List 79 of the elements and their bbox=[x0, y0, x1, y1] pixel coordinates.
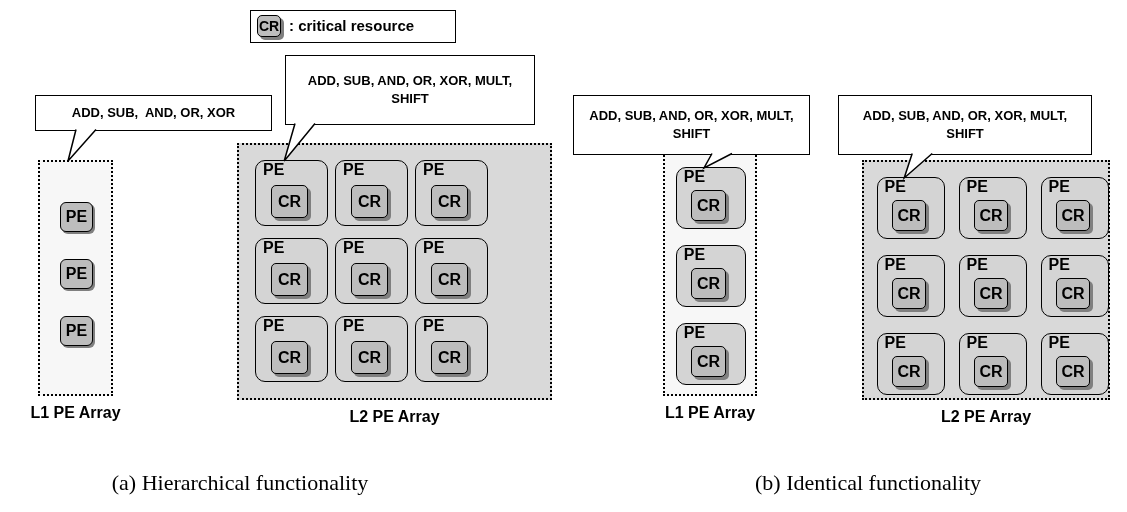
processing-element bbox=[1041, 333, 1109, 395]
critical-resource-box: CR bbox=[1056, 278, 1090, 309]
pe-label: PE bbox=[343, 240, 365, 257]
processing-element bbox=[335, 238, 408, 304]
pe-label: PE bbox=[1048, 257, 1070, 274]
processing-element bbox=[1041, 255, 1109, 317]
critical-resource-box: CR bbox=[691, 268, 726, 299]
processing-element bbox=[335, 316, 408, 382]
critical-resource-box: CR bbox=[431, 263, 468, 296]
speech-bubble: ADD, SUB, AND, OR, XOR, MULT, SHIFT bbox=[285, 55, 535, 125]
legend-text: : critical resource bbox=[289, 17, 415, 34]
processing-element bbox=[877, 177, 945, 239]
callout-pointer bbox=[702, 152, 733, 170]
processing-element bbox=[335, 160, 408, 226]
critical-resource-box: CR bbox=[1056, 356, 1090, 387]
critical-resource-box: CR bbox=[271, 263, 308, 296]
critical-resource-icon: CR bbox=[257, 15, 281, 37]
critical-resource-box: CR bbox=[691, 346, 726, 377]
pe-label: PE bbox=[263, 318, 285, 335]
processing-element bbox=[255, 160, 328, 226]
processing-element bbox=[415, 238, 488, 304]
pe-label: PE bbox=[966, 335, 988, 352]
pe-label: PE bbox=[683, 169, 706, 186]
pe-label: PE bbox=[884, 335, 906, 352]
critical-resource-box: CR bbox=[974, 356, 1008, 387]
pe-label: PE bbox=[683, 247, 706, 264]
callout-pointer bbox=[902, 152, 933, 181]
pe-label: PE bbox=[423, 162, 445, 179]
processing-element: PE bbox=[60, 202, 93, 232]
pe-label: PE bbox=[263, 240, 285, 257]
processing-element bbox=[415, 316, 488, 382]
processing-element bbox=[676, 167, 746, 229]
critical-resource-box: CR bbox=[431, 341, 468, 374]
processing-element bbox=[959, 333, 1027, 395]
pe-label: PE bbox=[263, 162, 285, 179]
figure-caption: (b) Identical functionality bbox=[755, 470, 981, 496]
critical-resource-box: CR bbox=[974, 200, 1008, 231]
figure-caption: (a) Hierarchical functionality bbox=[111, 470, 369, 496]
callout-pointer bbox=[283, 122, 316, 162]
processing-element bbox=[959, 177, 1027, 239]
processing-element: PE bbox=[60, 316, 93, 346]
pe-label: PE bbox=[343, 318, 365, 335]
processing-element bbox=[255, 238, 328, 304]
pe-label: PE bbox=[423, 240, 445, 257]
critical-resource-box: CR bbox=[892, 200, 926, 231]
array-label: L1 PE Array bbox=[664, 404, 756, 422]
critical-resource-box: CR bbox=[351, 185, 388, 218]
processing-element bbox=[676, 245, 746, 307]
critical-resource-box: CR bbox=[351, 263, 388, 296]
processing-element bbox=[959, 255, 1027, 317]
critical-resource-box: CR bbox=[691, 190, 726, 221]
callout-pointer bbox=[67, 128, 97, 162]
pe-label: PE bbox=[966, 179, 988, 196]
processing-element bbox=[415, 160, 488, 226]
critical-resource-box: CR bbox=[892, 356, 926, 387]
processing-element bbox=[877, 333, 945, 395]
array-label: L1 PE Array bbox=[30, 404, 121, 422]
processing-element bbox=[676, 323, 746, 385]
pe-label: PE bbox=[884, 257, 906, 274]
pe-label: PE bbox=[884, 179, 906, 196]
critical-resource-box: CR bbox=[351, 341, 388, 374]
critical-resource-box: CR bbox=[271, 185, 308, 218]
array-label: L2 PE Array bbox=[940, 408, 1032, 426]
critical-resource-box: CR bbox=[431, 185, 468, 218]
array-label: L2 PE Array bbox=[349, 408, 440, 426]
processing-element bbox=[877, 255, 945, 317]
critical-resource-box: CR bbox=[271, 341, 308, 374]
pe-label: PE bbox=[683, 325, 706, 342]
processing-element bbox=[255, 316, 328, 382]
pe-label: PE bbox=[343, 162, 365, 179]
pe-label: PE bbox=[423, 318, 445, 335]
critical-resource-box: CR bbox=[974, 278, 1008, 309]
critical-resource-box: CR bbox=[1056, 200, 1090, 231]
critical-resource-box: CR bbox=[892, 278, 926, 309]
processing-element bbox=[1041, 177, 1109, 239]
pe-label: PE bbox=[966, 257, 988, 274]
pe-label: PE bbox=[1048, 179, 1070, 196]
processing-element: PE bbox=[60, 259, 93, 289]
pe-label: PE bbox=[1048, 335, 1070, 352]
